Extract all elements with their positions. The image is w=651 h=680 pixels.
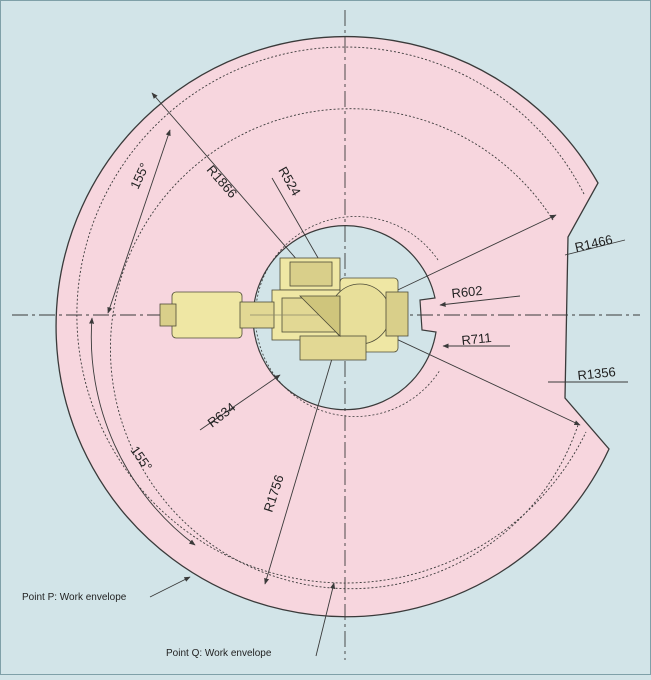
dim-line-155-top: [107, 129, 171, 314]
leader-point-p: [149, 576, 191, 598]
note-point-q: Point Q: Work envelope: [166, 648, 272, 659]
label-r711: R711: [461, 330, 493, 348]
note-point-p: Point P: Work envelope: [22, 592, 127, 603]
label-r1356: R1356: [577, 364, 617, 383]
dim-arc-155-bottom: [89, 317, 196, 546]
dim-line-r524: [271, 177, 326, 271]
dim-line-r602: [439, 295, 521, 307]
leader-point-q: [315, 582, 336, 657]
dim-line-r634: [199, 374, 281, 431]
robot-top-view: [159, 257, 409, 361]
dim-line-r1466-leader: [564, 239, 626, 256]
label-r602: R602: [451, 283, 483, 301]
